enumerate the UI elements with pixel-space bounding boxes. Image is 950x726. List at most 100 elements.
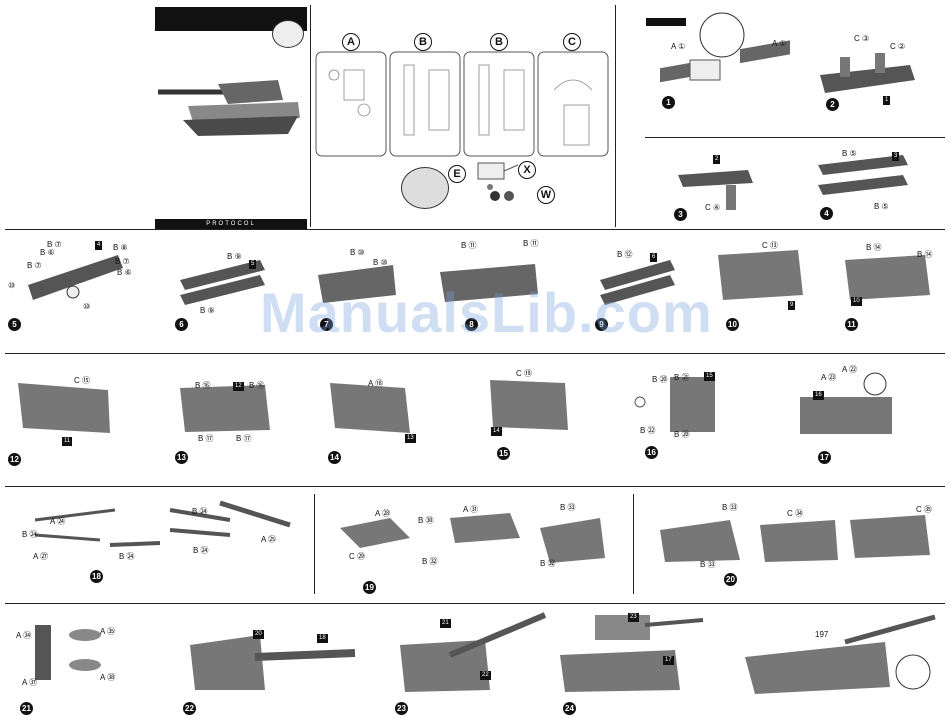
sheet-label-b: B xyxy=(490,33,508,51)
part-tag: 18 xyxy=(317,634,328,643)
divider xyxy=(314,494,315,594)
part-label: C ③ xyxy=(854,34,870,43)
part-label: C ㉙ xyxy=(349,552,365,561)
part-label: A ① xyxy=(671,42,686,51)
small-part-label-e: E xyxy=(448,165,466,183)
part-tag: 11 xyxy=(62,437,73,446)
step-number: 7 xyxy=(320,318,333,331)
part-tag: 9 xyxy=(788,301,796,310)
part-tag: 23 xyxy=(628,613,639,622)
part-label: A ① xyxy=(772,39,787,48)
step-number: 10 xyxy=(726,318,739,331)
parts-sheets xyxy=(315,51,609,157)
header-bar xyxy=(646,18,686,26)
part-label: A ㉞ xyxy=(16,631,32,640)
part-label: B ⑪ xyxy=(461,241,477,250)
part-label: 197 xyxy=(815,630,829,639)
step-number: 18 xyxy=(90,570,103,583)
part-label: ⑩ xyxy=(8,281,16,290)
part-label: B ㉔ xyxy=(192,507,208,516)
step-number: 2 xyxy=(826,98,839,111)
step-number: 21 xyxy=(20,702,33,715)
step-8-illustration xyxy=(440,264,538,302)
part-label: ⑩ xyxy=(83,302,91,311)
step-16-illustration xyxy=(634,377,715,432)
part-label: A ㉟ xyxy=(100,627,116,636)
step-1-illustration xyxy=(660,12,790,83)
step-17-illustration xyxy=(800,372,892,434)
step-10-illustration xyxy=(718,250,803,300)
cover-brand: PROTOCOL xyxy=(206,221,256,227)
part-label: B ⑪ xyxy=(523,239,539,248)
step-19-illustration xyxy=(340,513,605,563)
step-23-illustration xyxy=(400,612,547,692)
step-number: 11 xyxy=(845,318,858,331)
step-11-illustration xyxy=(845,255,930,300)
part-label: A ㉓ xyxy=(821,373,837,382)
divider xyxy=(5,353,945,354)
small-part-w-image xyxy=(490,188,520,201)
step-number: 14 xyxy=(328,451,341,464)
step-number: 16 xyxy=(645,446,658,459)
part-label: B ⑯ xyxy=(249,381,265,390)
step-number: 23 xyxy=(395,702,408,715)
part-label: B ㉝ xyxy=(700,560,716,569)
part-label: C ② xyxy=(890,42,906,51)
part-tag: 4 xyxy=(95,241,103,250)
step-4-illustration xyxy=(818,155,908,195)
cover-tank-illustration xyxy=(158,80,300,136)
part-label: B ⑰ xyxy=(236,434,252,443)
part-label: C ㉞ xyxy=(787,509,803,518)
step-18-illustration xyxy=(34,500,291,547)
part-label: B ⑦ xyxy=(47,240,62,249)
small-part-x-image xyxy=(477,162,519,190)
step-number: 24 xyxy=(563,702,576,715)
step-13-illustration xyxy=(180,385,270,432)
sheet-label-b: B xyxy=(414,33,432,51)
part-label: A ㊲ xyxy=(22,678,38,687)
step-24-illustration xyxy=(560,615,704,692)
divider xyxy=(645,137,945,138)
step-12-illustration xyxy=(18,383,110,433)
part-label: C ④ xyxy=(705,203,721,212)
part-label: B ㉔ xyxy=(22,530,38,539)
part-tag: 6 xyxy=(650,253,658,262)
step-25-illustration xyxy=(745,614,936,694)
step-number: 17 xyxy=(818,451,831,464)
part-label: B ⑤ xyxy=(842,149,857,158)
part-label: B ⑰ xyxy=(198,434,214,443)
step-2-illustration xyxy=(820,53,915,93)
part-tag: 16 xyxy=(813,391,824,400)
step-number: 4 xyxy=(820,207,833,220)
part-label: B ⑥ xyxy=(40,248,55,257)
part-label: A ㉔ xyxy=(50,517,66,526)
part-label: B ⑫ xyxy=(617,250,633,259)
part-label: B ⑯ xyxy=(195,381,211,390)
part-label: B ㉚ xyxy=(418,516,434,525)
part-label: C ㉟ xyxy=(916,505,932,514)
part-tag: 12 xyxy=(233,382,244,391)
step-number: 22 xyxy=(183,702,196,715)
part-label: B ⑩ xyxy=(350,248,365,257)
step-number: 5 xyxy=(8,318,21,331)
step-number: 6 xyxy=(175,318,188,331)
part-tag: 5 xyxy=(249,260,257,269)
part-label: B ㉒ xyxy=(640,426,656,435)
part-label: A ㉘ xyxy=(375,509,391,518)
part-label: A ㉗ xyxy=(33,552,49,561)
part-label: B ⑭ xyxy=(917,250,933,259)
watermark: ManualsLib.com xyxy=(260,281,713,344)
part-label: B ㉜ xyxy=(422,557,438,566)
part-tag: 17 xyxy=(663,656,674,665)
part-label: B ㉝ xyxy=(722,503,738,512)
part-label: B ⑥ xyxy=(117,268,132,277)
part-tag: 3 xyxy=(892,152,900,161)
part-tag: 22 xyxy=(480,671,491,680)
step-number: 13 xyxy=(175,451,188,464)
part-label: A ㉒ xyxy=(842,365,858,374)
part-tag: 13 xyxy=(405,434,416,443)
part-tag: 21 xyxy=(440,619,451,628)
small-part-label-w: W xyxy=(537,186,555,204)
part-tag: 1 xyxy=(883,96,891,105)
step-14-illustration xyxy=(330,383,410,433)
